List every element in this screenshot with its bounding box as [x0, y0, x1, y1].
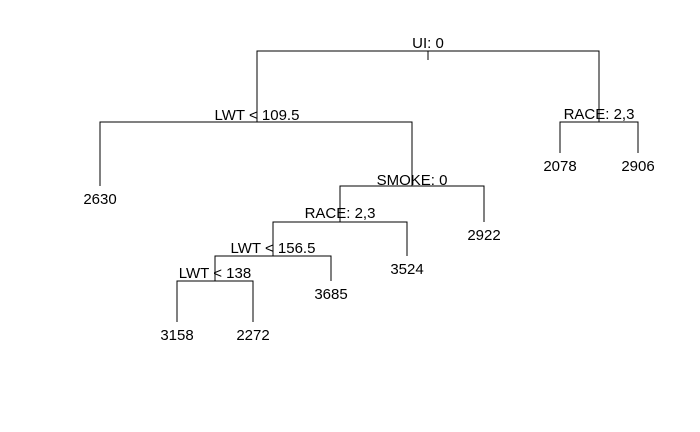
- tree-edges: [99, 50, 639, 322]
- leaf-value: 3524: [390, 261, 423, 278]
- leaf-value: 2272: [236, 327, 269, 344]
- edge-smoke-split: [339, 185, 485, 222]
- leaf-value: 2078: [543, 158, 576, 175]
- edge-lwt-109-split: [99, 121, 413, 186]
- edge-root-split: [256, 50, 600, 122]
- leaf-value: 3158: [160, 327, 193, 344]
- leaf-values: 2630 2078 2906 2922 3524 3685 3158 2272: [83, 158, 654, 344]
- edge-lwt-138-split: [176, 280, 254, 322]
- split-labels: UI: 0 LWT < 109.5 RACE: 2,3 SMOKE: 0 RAC…: [179, 35, 635, 282]
- leaf-value: 2630: [83, 191, 116, 208]
- split-label-lwt-138: LWT < 138: [179, 265, 251, 282]
- leaf-value: 3685: [314, 286, 347, 303]
- edge-race-right-split: [559, 121, 639, 153]
- split-label-root: UI: 0: [412, 35, 444, 52]
- split-label-race-right: RACE: 2,3: [564, 106, 635, 123]
- edge-race-inner-split: [272, 221, 408, 256]
- split-label-smoke: SMOKE: 0: [377, 172, 448, 189]
- leaf-value: 2922: [467, 227, 500, 244]
- split-label-lwt-109: LWT < 109.5: [215, 107, 300, 124]
- split-label-lwt-156: LWT < 156.5: [231, 240, 316, 257]
- leaf-value: 2906: [621, 158, 654, 175]
- split-label-race-inner: RACE: 2,3: [305, 205, 376, 222]
- edge-lwt-156-split: [214, 255, 332, 281]
